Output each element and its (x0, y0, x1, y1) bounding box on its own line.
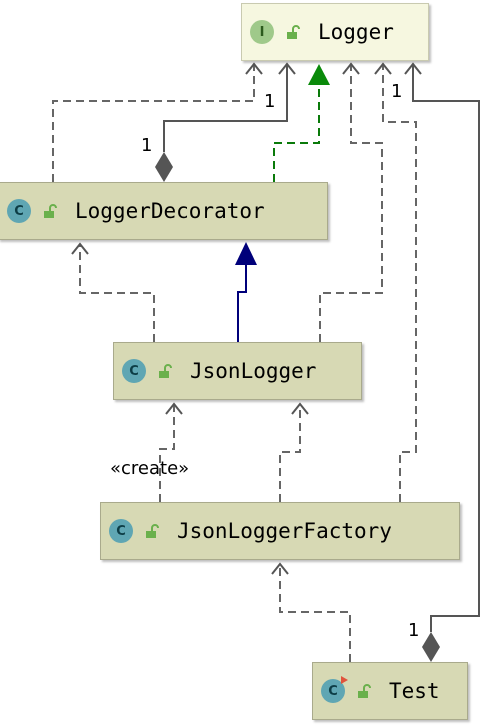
unlock-icon (287, 25, 300, 39)
dep-factory-create-jsonlogger (159, 404, 175, 502)
class-kind: C (328, 683, 338, 699)
unlock-icon (159, 364, 172, 378)
unlock-icon (146, 524, 159, 538)
dep-jsonlogger-decorator-arrowhead (71, 242, 89, 255)
class-name: JsonLoggerFactory (177, 519, 392, 543)
class-box-logger-decorator[interactable]: C LoggerDecorator (0, 182, 328, 240)
composition-test-arrowhead (404, 62, 422, 75)
multiplicity-label: 1 (264, 91, 275, 112)
composition-decorator-diamond (155, 152, 173, 182)
composition-decorator-arrowhead (278, 62, 296, 75)
interface-icon: I (250, 20, 274, 44)
create-stereotype-label: «create» (110, 458, 189, 479)
class-name: LoggerDecorator (75, 199, 265, 223)
dep-factory-arrowhead (374, 62, 392, 75)
unlock-icon (358, 684, 371, 698)
dep-jsonlogger-to-decorator (79, 244, 155, 342)
dep-factory-to-jsonlogger (279, 404, 301, 502)
realization-decorator-logger (273, 84, 320, 182)
dep-jsonlogger-to-logger (319, 64, 383, 342)
class-name: Test (389, 679, 440, 703)
realization-decorator-arrowhead (308, 64, 330, 85)
class-name: Logger (318, 20, 394, 44)
generalization-jsonlogger-decorator (237, 264, 247, 342)
generalization-arrowhead (235, 242, 257, 265)
class-box-logger[interactable]: I Logger (241, 3, 429, 61)
class-box-test[interactable]: C Test (312, 662, 468, 720)
dep-decorator-arrowhead (245, 62, 263, 75)
class-icon: C (7, 199, 31, 223)
dep-test-factory-arrowhead (271, 562, 289, 575)
class-icon: C (122, 359, 146, 383)
dep-decorator-to-logger (52, 64, 255, 182)
class-icon: C (109, 519, 133, 543)
run-marker-icon (341, 676, 348, 684)
class-box-json-logger-factory[interactable]: C JsonLoggerFactory (100, 502, 460, 560)
unlock-icon (44, 204, 57, 218)
dep-test-to-factory (279, 564, 351, 662)
dep-factory-jsonlogger-arrowhead (291, 402, 309, 415)
multiplicity-label: 1 (141, 135, 152, 156)
composition-test-diamond (422, 632, 440, 662)
multiplicity-label: 1 (391, 81, 402, 102)
composition-test-logger (412, 64, 480, 632)
class-name: JsonLogger (190, 359, 317, 383)
dep-factory-to-logger (382, 64, 417, 502)
runnable-class-icon: C (321, 676, 348, 703)
composition-decorator-logger (163, 64, 288, 152)
dep-jsonlogger-arrowhead (342, 62, 360, 75)
multiplicity-label: 1 (408, 620, 419, 641)
dep-create-arrowhead (165, 402, 183, 415)
class-box-json-logger[interactable]: C JsonLogger (113, 342, 362, 400)
